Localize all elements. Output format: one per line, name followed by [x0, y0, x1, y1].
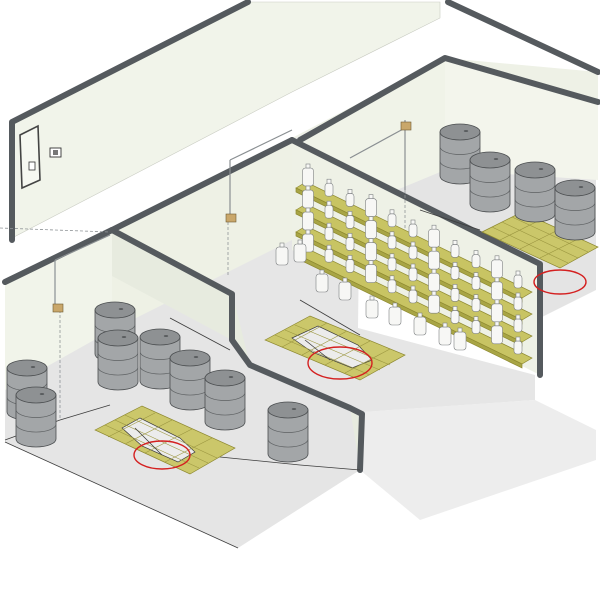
chemical-bottle-icon — [387, 231, 397, 250]
chemical-bottle-icon — [324, 244, 334, 263]
drum-icon — [554, 179, 596, 241]
chemical-bottle-icon — [408, 241, 418, 260]
chemical-bottle-icon — [387, 253, 397, 272]
chemical-bottle-icon — [450, 284, 460, 302]
drum-icon — [469, 151, 511, 213]
drum-icon — [514, 161, 556, 223]
chemical-bottle-icon — [324, 200, 334, 219]
floor-grate-right — [481, 211, 599, 295]
chemical-bottle-icon — [450, 306, 460, 324]
front-floor-strip — [360, 400, 596, 520]
back-wall-top-edge-right — [445, 0, 600, 75]
wall-switch-icon[interactable] — [49, 147, 62, 158]
leak-sensor-icon — [52, 121, 412, 313]
middle-back-top-edge — [109, 137, 295, 233]
chemical-bottle-icon — [345, 255, 355, 273]
chemical-bottle-icon — [302, 185, 314, 209]
right-divider-top-edge — [289, 137, 543, 378]
spill-outline-icon — [307, 346, 373, 380]
spill-outline-icon — [533, 269, 587, 295]
chemical-bottle-icon — [315, 269, 329, 293]
chemical-bottle-icon — [302, 163, 314, 187]
chemical-bottle-icon — [513, 270, 523, 289]
chemical-bottle-icon — [513, 292, 523, 311]
chemical-bottle-icon — [345, 189, 355, 207]
chemical-shelving — [275, 163, 533, 369]
chemical-bottle-icon — [345, 211, 355, 229]
back-wall-top-edge — [9, 0, 251, 243]
chemical-bottle-icon — [293, 239, 307, 263]
drum-icon — [204, 369, 246, 431]
chemical-bottle-icon — [388, 302, 402, 326]
chemical-bottle-icon — [513, 336, 523, 355]
back-wall-left — [11, 1, 441, 239]
chemical-bottle-icon — [438, 322, 452, 346]
drum-icon — [169, 349, 211, 411]
chemical-bottle-icon — [324, 222, 334, 241]
chemical-bottle-icon — [491, 321, 503, 345]
chemical-bottle-icon — [471, 316, 481, 334]
door-icon[interactable] — [19, 124, 41, 190]
chemical-bottle-icon — [450, 262, 460, 280]
chemical-bottle-icon — [387, 209, 397, 228]
chemical-bottle-icon — [453, 327, 467, 351]
drum-icon — [97, 329, 139, 391]
conduits — [0, 120, 406, 420]
spill-outline-icon — [133, 440, 191, 470]
drum-icon — [15, 386, 57, 448]
chemical-bottle-icon — [275, 242, 289, 266]
drum-group — [6, 123, 596, 463]
chemical-bottle-icon — [345, 233, 355, 251]
right-back-top-edge — [297, 55, 600, 143]
chemical-bottle-icon — [338, 277, 352, 301]
floor-grate-middle — [264, 315, 406, 381]
floor-grate-left — [94, 405, 236, 475]
chemical-bottle-icon — [408, 219, 418, 238]
chemical-bottle-icon — [413, 312, 427, 336]
wall-top-edges — [2, 0, 600, 473]
chemical-bottle-icon — [471, 250, 481, 268]
middle-wall-top-edge — [109, 227, 365, 473]
divider-left-middle — [112, 230, 232, 340]
chemical-bottle-icon — [471, 294, 481, 312]
chemical-bottle-icon — [365, 295, 379, 319]
left-room-top-edge — [2, 227, 115, 285]
chemical-bottle-icon — [365, 260, 377, 283]
chemical-bottle-icon — [408, 263, 418, 282]
chemical-bottle-icon — [428, 290, 440, 314]
chemical-bottle-icon — [450, 240, 460, 258]
drum-icon — [267, 401, 309, 463]
chemical-bottle-icon — [275, 163, 523, 355]
chemical-bottle-icon — [365, 216, 377, 239]
chemical-bottle-icon — [408, 285, 418, 304]
chemical-bottle-icon — [387, 275, 397, 294]
chemical-bottle-icon — [471, 272, 481, 290]
chemical-bottle-icon — [513, 314, 523, 333]
chemical-bottle-icon — [324, 178, 334, 197]
